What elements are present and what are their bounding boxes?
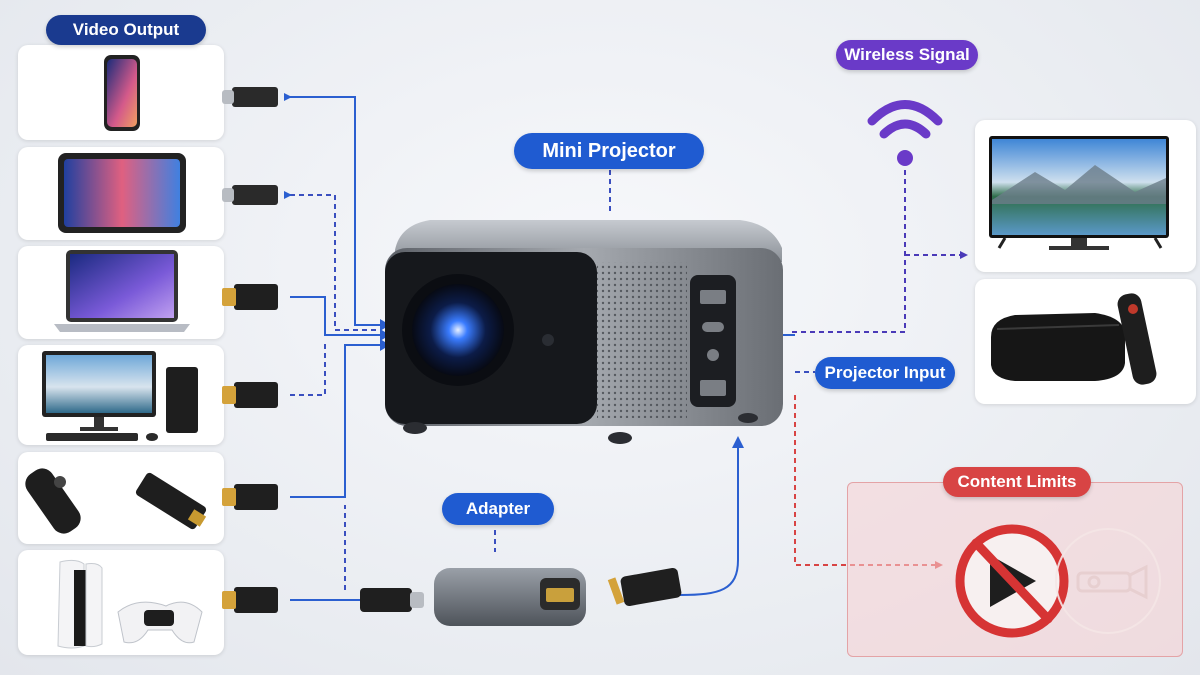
arrow-head (284, 191, 292, 199)
television-icon (989, 136, 1169, 250)
hdmi-plug-4 (222, 587, 278, 613)
hdmi-plug-2 (222, 382, 278, 408)
smartphone-icon (104, 55, 140, 131)
tablet-icon (58, 153, 186, 233)
usb-c-plug-2 (222, 185, 278, 205)
source-card-laptop[interactable] (18, 246, 224, 339)
line-wireless-dashed (790, 170, 906, 333)
arrow-head (732, 436, 744, 448)
content-limits-panel (847, 482, 1183, 657)
source-card-streaming-stick[interactable] (18, 452, 224, 544)
laptop-icon (54, 250, 190, 332)
video-output-label: Video Output (46, 15, 206, 45)
game-console-icon (57, 559, 203, 649)
usb-c-plug-1 (222, 87, 278, 107)
arrow-head (284, 93, 292, 101)
mini-projector-label: Mini Projector (514, 133, 704, 169)
wireless-signal-label: Wireless Signal (836, 40, 978, 70)
usb-c-cable-adapter (360, 588, 424, 612)
line-pc-dashed (290, 340, 326, 396)
line-tablet-dashed (290, 194, 380, 331)
hdmi-plug-3 (222, 484, 278, 510)
arrow-head (960, 251, 968, 259)
content-limits-label: Content Limits (943, 467, 1091, 497)
line-stick (290, 344, 380, 498)
source-card-tablet[interactable] (18, 147, 224, 240)
adapter-label: Adapter (442, 493, 554, 525)
hdmi-plug-1 (222, 284, 278, 310)
line-laptop (290, 296, 380, 336)
streaming-box-icon (991, 293, 1157, 385)
streaming-stick-icon (25, 468, 207, 534)
desktop-pc-icon (42, 351, 198, 441)
projector-input-label: Projector Input (815, 357, 955, 389)
output-card-tv[interactable] (975, 120, 1196, 272)
source-card-game-console[interactable] (18, 550, 224, 655)
hdmi-cable-adapter (607, 567, 682, 607)
source-card-desktop-pc[interactable] (18, 345, 224, 445)
adapter-device (434, 568, 586, 626)
line-adapter-projector (679, 448, 739, 596)
no-play-icon (955, 524, 1161, 638)
source-card-smartphone[interactable] (18, 45, 224, 140)
output-card-streaming-box[interactable] (975, 279, 1196, 404)
line-phone (290, 96, 380, 326)
